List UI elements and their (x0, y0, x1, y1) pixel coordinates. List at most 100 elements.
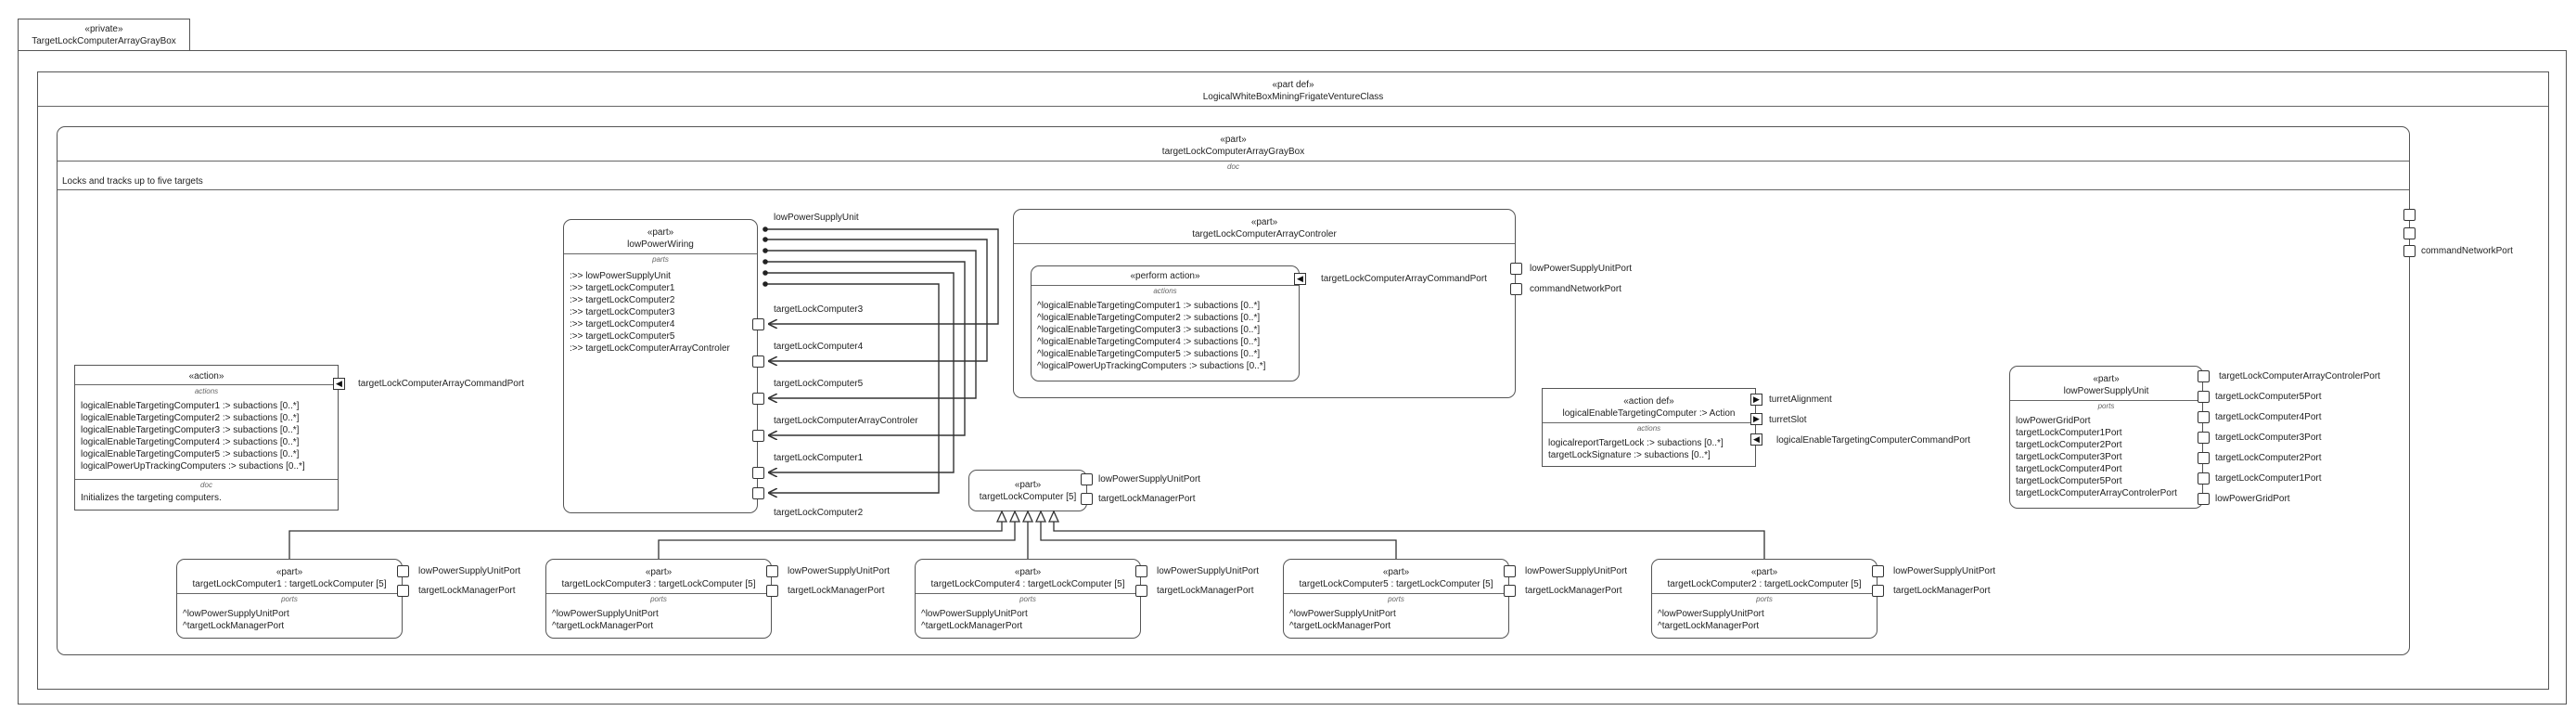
package-tab[interactable]: «private» TargetLockComputerArrayGrayBox (18, 19, 190, 51)
action-def-enable-targeting-computer[interactable]: «action def» logicalEnableTargetingCompu… (1542, 388, 1756, 467)
base-computer-stereotype: «part» (1014, 480, 1042, 490)
wiring-line-2: :>> targetLockComputer1 (570, 283, 675, 293)
supply-port-computer2[interactable] (2198, 452, 2210, 464)
part-target-lock-computer4[interactable]: «part» targetLockComputer4 : targetLockC… (915, 559, 1141, 639)
controler-name: targetLockComputerArrayControler (1192, 229, 1337, 239)
computer1-power-port[interactable] (397, 565, 409, 577)
controler-divider (1014, 243, 1515, 244)
part-target-lock-computer3[interactable]: «part» targetLockComputer3 : targetLockC… (545, 559, 772, 639)
supply-port-computer4-label: targetLockComputer4Port (2215, 412, 2322, 422)
computer5-power-port-label: lowPowerSupplyUnitPort (1525, 566, 1628, 576)
wiring-port-target-lock-computer5[interactable] (752, 393, 764, 405)
supply-divider (2010, 400, 2202, 401)
perform-line-5: ^logicalEnableTargetingComputer5 :> suba… (1037, 349, 1261, 359)
part-low-power-wiring[interactable]: «part» lowPowerWiring parts :>> lowPower… (563, 219, 758, 513)
computer3-manager-port-label: targetLockManagerPort (788, 586, 885, 596)
wiring-line-5: :>> targetLockComputer4 (570, 319, 675, 330)
base-computer-power-port[interactable] (1081, 473, 1093, 485)
supply-port-computer3[interactable] (2198, 432, 2210, 444)
perform-line-1: ^logicalEnableTargetingComputer1 :> suba… (1037, 301, 1261, 311)
wiring-port-target-lock-computer4[interactable] (752, 356, 764, 368)
perform-stereotype: «perform action» (1130, 271, 1200, 281)
perform-line-4: ^logicalEnableTargetingComputer4 :> suba… (1037, 337, 1261, 347)
action-section-label: actions (194, 387, 219, 395)
part-low-power-supply-unit[interactable]: «part» lowPowerSupplyUnit ports lowPower… (2009, 366, 2203, 509)
controler-low-power-supply-unit-port[interactable] (1510, 263, 1522, 275)
supply-port-computer1[interactable] (2198, 472, 2210, 485)
supply-port-computer5[interactable] (2198, 391, 2210, 403)
action-line-6: logicalPowerUpTrackingComputers :> subac… (81, 461, 305, 472)
supply-port-computer3-label: targetLockComputer3Port (2215, 433, 2322, 443)
computer2-divider (1652, 593, 1877, 594)
wiring-label-computer3: targetLockComputer3 (774, 304, 864, 315)
computer1-manager-port[interactable] (397, 585, 409, 597)
perform-command-port[interactable]: ◀ (1294, 273, 1306, 285)
controler-low-power-supply-unit-port-label: lowPowerSupplyUnitPort (1530, 264, 1633, 274)
action-stereotype: «action» (188, 371, 224, 381)
computer2-manager-port[interactable] (1872, 585, 1884, 597)
action-line-2: logicalEnableTargetingComputer2 :> subac… (81, 413, 300, 423)
command-network-port[interactable] (2403, 245, 2416, 257)
computer3-line-1: ^lowPowerSupplyUnitPort (552, 609, 659, 619)
base-computer-manager-port[interactable] (1081, 493, 1093, 505)
wiring-port-target-lock-computer-array-controler[interactable] (752, 430, 764, 442)
computer1-manager-port-label: targetLockManagerPort (418, 586, 516, 596)
part-target-lock-computer-base[interactable]: «part» targetLockComputer [5] (968, 470, 1087, 511)
computer4-divider (916, 593, 1140, 594)
command-network-port-label: commandNetworkPort (2421, 246, 2513, 256)
package-name: TargetLockComputerArrayGrayBox (32, 36, 176, 46)
part-target-lock-computer5[interactable]: «part» targetLockComputer5 : targetLockC… (1283, 559, 1509, 639)
wiring-port-target-lock-computer2[interactable] (752, 487, 764, 499)
action-command-port-label: targetLockComputerArrayCommandPort (358, 379, 524, 389)
computer4-manager-port[interactable] (1135, 585, 1147, 597)
supply-line-4: targetLockComputer3Port (2016, 452, 2122, 462)
supply-port-computer2-label: targetLockComputer2Port (2215, 453, 2322, 463)
perform-divider (1032, 285, 1299, 286)
part-target-lock-computer1[interactable]: «part» targetLockComputer1 : targetLockC… (176, 559, 403, 639)
action-doc-label: doc (200, 481, 212, 489)
computer2-section-label: ports (1756, 595, 1773, 603)
wiring-line-7: :>> targetLockComputerArrayControler (570, 343, 730, 354)
wiring-port-target-lock-computer1[interactable] (752, 467, 764, 479)
computer2-manager-port-label: targetLockManagerPort (1893, 586, 1991, 596)
action-command-port[interactable]: ◀ (333, 378, 345, 390)
gray-box-port-2[interactable] (2403, 227, 2416, 239)
action-doc-text: Initializes the targeting computers. (81, 493, 222, 503)
gray-box-port-1[interactable] (2403, 209, 2416, 221)
enable-targeting-command-port[interactable]: ◀ (1750, 433, 1762, 446)
supply-port-controler[interactable] (2198, 370, 2210, 382)
action-box[interactable]: «action» actions logicalEnableTargetingC… (74, 365, 339, 511)
computer4-line-1: ^lowPowerSupplyUnitPort (921, 609, 1028, 619)
supply-name: lowPowerSupplyUnit (2063, 386, 2149, 396)
action-def-line-1: logicalreportTargetLock :> subactions [0… (1548, 438, 1724, 448)
wiring-line-1: :>> lowPowerSupplyUnit (570, 271, 671, 281)
computer4-line-2: ^targetLockManagerPort (921, 621, 1023, 631)
perform-action-box[interactable]: «perform action» actions ^logicalEnableT… (1031, 265, 1300, 381)
perform-section-label: actions (1153, 287, 1177, 295)
controler-command-network-port[interactable] (1510, 283, 1522, 295)
computer5-section-label: ports (1388, 595, 1404, 603)
wiring-label-computer2: targetLockComputer2 (774, 508, 864, 518)
wiring-label-computer5: targetLockComputer5 (774, 379, 864, 389)
computer5-manager-port[interactable] (1504, 585, 1516, 597)
controler-stereotype: «part» (1250, 217, 1278, 227)
supply-port-computer4[interactable] (2198, 411, 2210, 423)
wiring-port-target-lock-computer3[interactable] (752, 318, 764, 330)
perform-line-6: ^logicalPowerUpTrackingComputers :> suba… (1037, 361, 1266, 371)
computer4-power-port[interactable] (1135, 565, 1147, 577)
turret-slot-port[interactable]: ▶ (1750, 413, 1762, 425)
supply-line-2: targetLockComputer1Port (2016, 428, 2122, 438)
computer3-power-port[interactable] (766, 565, 778, 577)
part-target-lock-computer2[interactable]: «part» targetLockComputer2 : targetLockC… (1651, 559, 1878, 639)
computer3-manager-port[interactable] (766, 585, 778, 597)
turret-alignment-label: turretAlignment (1769, 394, 1832, 405)
gray-box-doc-text: Locks and tracks up to five targets (62, 176, 203, 187)
supply-port-low-power-grid[interactable] (2198, 493, 2210, 505)
supply-line-6: targetLockComputer5Port (2016, 476, 2122, 486)
computer5-power-port[interactable] (1504, 565, 1516, 577)
turret-alignment-port[interactable]: ▶ (1750, 394, 1762, 406)
computer2-power-port[interactable] (1872, 565, 1884, 577)
computer3-name: targetLockComputer3 : targetLockComputer… (561, 579, 756, 589)
supply-line-5: targetLockComputer4Port (2016, 464, 2122, 474)
gray-box-divider (58, 161, 2409, 162)
